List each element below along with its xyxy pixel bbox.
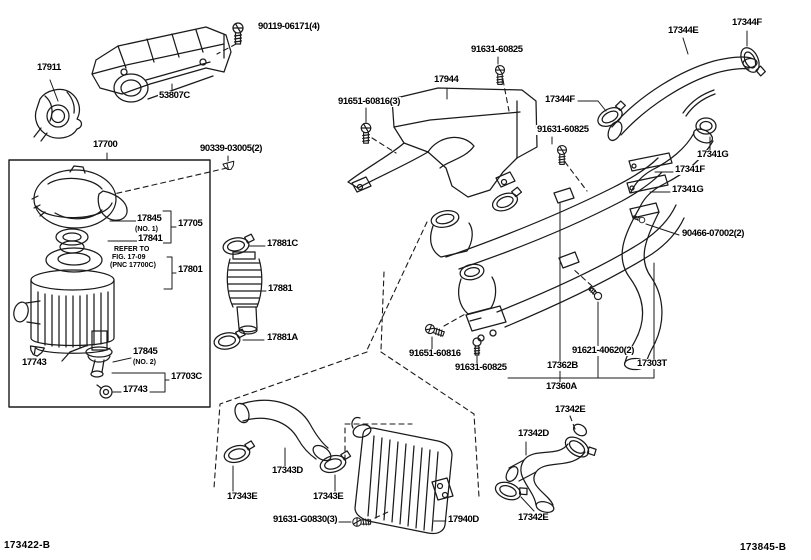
clamp-17344F-right-icon — [736, 43, 767, 82]
part-label-17841: 17841 — [137, 233, 164, 244]
part-label-17344E: 17344E — [667, 25, 700, 36]
figure-code-left: 173422-B — [4, 540, 51, 551]
part-label-17362B: 17362B — [546, 360, 579, 371]
air-inlet-17911-drawing — [33, 88, 83, 142]
note-refer-line3: (PNC 17700C) — [109, 262, 157, 270]
clip-17743-upper-icon — [28, 345, 45, 358]
part-label-17343D: 17343D — [271, 465, 304, 476]
air-hose-upper-drawing — [430, 157, 663, 270]
clamp-upper-hose-icon — [488, 185, 527, 215]
bolt-90119-icon — [232, 22, 244, 45]
part-label-17881: 17881 — [267, 283, 294, 294]
bellows-hose-17881-drawing — [212, 233, 263, 352]
note-refer-line1: REFER TO — [113, 246, 151, 254]
bolt-91651-60816-3-icon — [360, 122, 372, 144]
part-label-17341G-lower: 17341G — [671, 184, 705, 195]
part-label-17342D: 17342D — [517, 428, 550, 439]
part-label-91631-60825-mid: 91631-60825 — [536, 124, 590, 135]
part-label-91621-40620: 91621-40620(2) — [571, 345, 636, 356]
part-label-17344F-left: 17344F — [544, 94, 576, 105]
part-label-17743-lower: 17743 — [122, 384, 149, 395]
air-hose-17360A-drawing — [458, 204, 685, 342]
clamp-17342E-top-icon — [561, 431, 599, 466]
part-label-91631-G0830: 91631-G0830(3) — [272, 514, 339, 525]
part-label-17881C: 17881C — [266, 238, 299, 249]
air-cleaner-cap-drawing — [31, 165, 128, 229]
hose-17845-2-drawing — [61, 330, 113, 378]
part-label-17343E-left: 17343E — [226, 491, 259, 502]
part-label-17845-no2: 17845 — [132, 346, 159, 357]
hose-17343D-drawing — [221, 399, 355, 476]
qualifier-no2: (NO. 2) — [132, 359, 157, 367]
part-label-90339-03005: 90339-03005(2) — [199, 143, 264, 154]
qualifier-no1: (NO. 1) — [134, 226, 159, 234]
part-label-17343E-right: 17343E — [312, 491, 345, 502]
part-label-91651-60816: 91651-60816 — [408, 348, 462, 359]
resonator-17940D-drawing — [351, 416, 454, 535]
part-label-17303T: 17303T — [636, 358, 668, 369]
clip-90339-icon — [222, 160, 237, 172]
ring-17341G-upper-icon — [695, 117, 717, 135]
part-label-17743-upper: 17743 — [21, 357, 48, 368]
pipe-17341F-drawing — [626, 89, 717, 208]
part-label-17911: 17911 — [36, 62, 62, 73]
air-duct-17944-drawing — [347, 87, 538, 198]
air-duct-53807C-drawing — [91, 26, 232, 103]
part-label-17703C: 17703C — [170, 371, 203, 382]
screw-91621-40620-icon — [586, 284, 604, 302]
part-label-90466-07002: 90466-07002(2) — [681, 228, 746, 239]
part-label-17845-no1: 17845 — [136, 213, 163, 224]
hose-17344E-drawing — [593, 43, 767, 142]
part-label-17940D: 17940D — [447, 514, 480, 525]
hose-17342D-drawing — [492, 423, 599, 513]
part-label-91631-60825-low: 91631-60825 — [454, 362, 508, 373]
air-cleaner-box-17700 — [8, 159, 211, 408]
part-label-17341F: 17341F — [674, 164, 706, 175]
part-label-17705: 17705 — [177, 218, 204, 229]
part-label-91651-60816-3: 91651-60816(3) — [337, 96, 402, 107]
gasket-17841-drawing — [45, 247, 103, 273]
dashed-lines — [113, 43, 593, 519]
part-label-17801: 17801 — [177, 264, 204, 275]
part-label-17341G-upper: 17341G — [696, 149, 730, 160]
grommet-17743-lower-icon — [96, 384, 113, 399]
part-label-17881A: 17881A — [266, 332, 299, 343]
part-label-17344F-right: 17344F — [731, 17, 763, 28]
part-label-17700: 17700 — [92, 139, 119, 150]
clamp-17343E-right-icon — [317, 449, 355, 476]
part-label-53807C: 53807C — [158, 90, 191, 101]
part-label-17342E-bottom: 17342E — [517, 512, 550, 523]
part-label-17342E-top: 17342E — [554, 404, 587, 415]
clamp-17343E-left-icon — [221, 439, 259, 466]
bolt-91651-60816-icon — [423, 322, 446, 339]
bolt-91631-G0830-icon — [352, 517, 372, 527]
part-label-91631-60825-top: 91631-60825 — [470, 44, 524, 55]
note-refer-line2: FIG. 17-09 — [111, 254, 147, 262]
part-label-17944: 17944 — [433, 74, 460, 85]
leader-lines — [49, 30, 748, 523]
clamp-17342E-bottom-icon — [492, 477, 530, 506]
figure-code-right: 173845-B — [740, 542, 787, 553]
part-label-90119-06171: 90119-06171(4) — [257, 21, 321, 32]
air-cleaner-case-17801-drawing — [13, 269, 115, 354]
part-label-17360A: 17360A — [545, 381, 578, 392]
